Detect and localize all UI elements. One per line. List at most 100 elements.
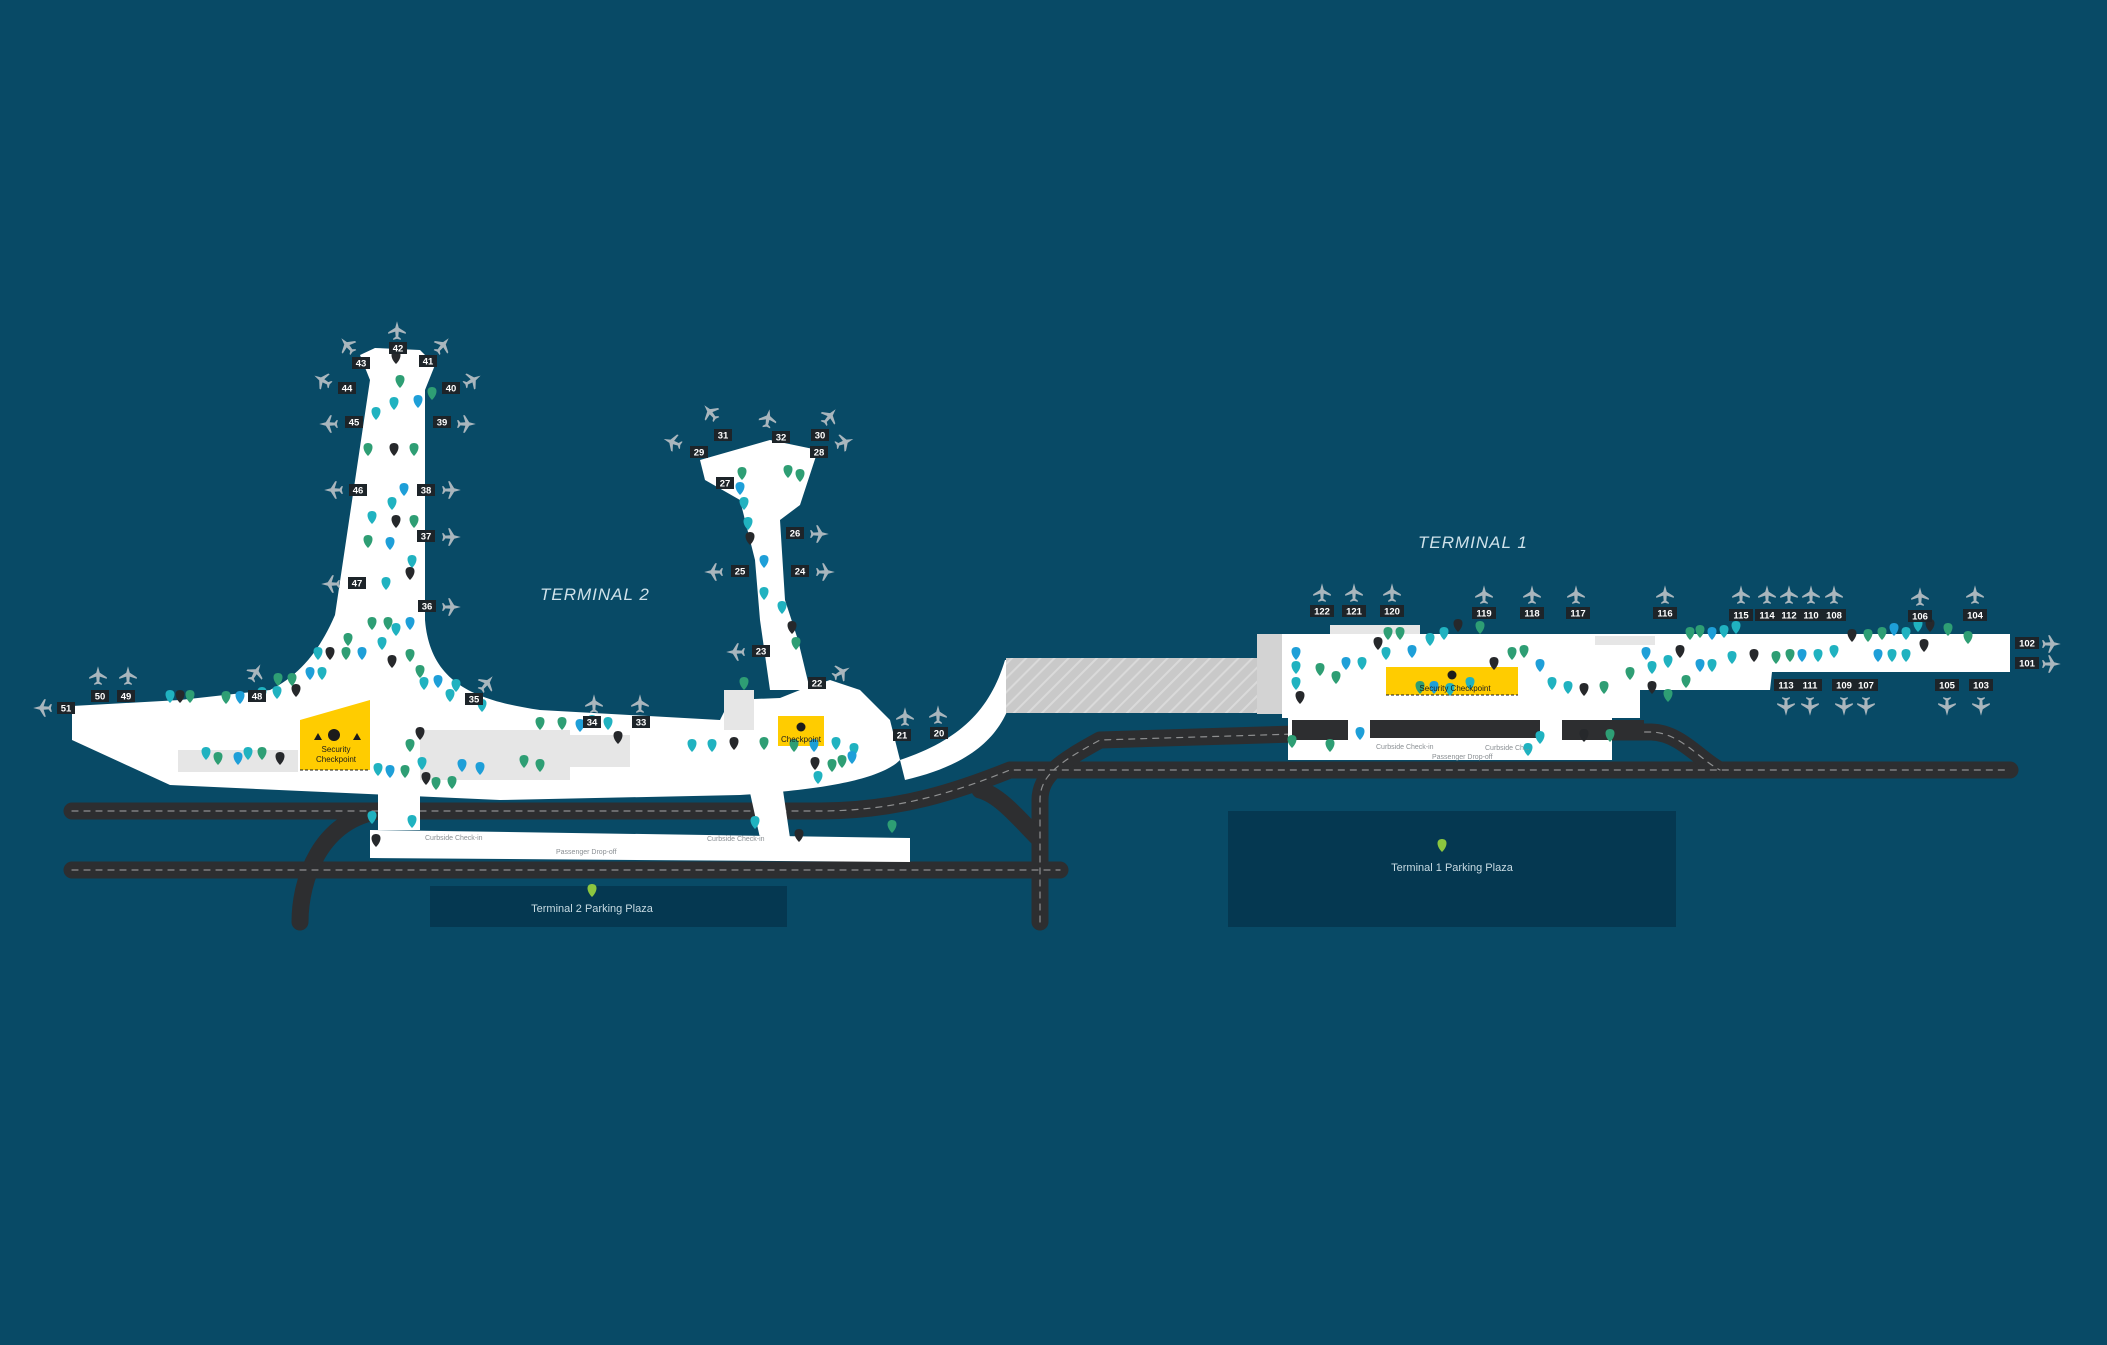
gate-120[interactable]: 120	[1380, 605, 1404, 618]
airplane-icon	[631, 694, 649, 713]
map-pin-icon[interactable]	[887, 820, 897, 833]
gate-36[interactable]: 36	[418, 600, 436, 613]
gate-27[interactable]: 27	[716, 477, 734, 490]
airplane-icon	[1911, 587, 1929, 606]
gate-49[interactable]: 49	[117, 690, 135, 703]
gate-number: 24	[795, 567, 806, 578]
gate-24[interactable]: 24	[791, 565, 809, 578]
security-checkpoints	[300, 667, 1518, 771]
gate-number: 47	[352, 579, 363, 590]
gate-119[interactable]: 119	[1472, 607, 1496, 620]
map-pin-icon[interactable]	[739, 677, 749, 690]
gate-29[interactable]: 29	[690, 446, 708, 459]
airplane-icon	[1523, 585, 1541, 604]
gate-26[interactable]: 26	[786, 527, 804, 540]
gate-38[interactable]: 38	[417, 484, 435, 497]
gate-number: 51	[61, 704, 72, 715]
gate-35[interactable]: 35	[465, 693, 483, 706]
airplane-icon	[1857, 697, 1875, 716]
airplane-icon	[585, 694, 603, 713]
map-pin-icon[interactable]	[427, 387, 437, 400]
airplane-icon	[1656, 585, 1674, 604]
airplane-icon	[726, 643, 745, 661]
map-pin-icon[interactable]	[1647, 681, 1657, 694]
gate-33[interactable]: 33	[632, 716, 650, 729]
map-pin-icon[interactable]	[1475, 621, 1485, 634]
gate-28[interactable]: 28	[810, 446, 828, 459]
gate-106[interactable]: 106	[1908, 610, 1932, 623]
security-checkpoint-icon	[314, 670, 1457, 741]
gate-101[interactable]: 101	[2015, 657, 2039, 670]
airplane-icon	[1345, 583, 1363, 602]
gate-number: 49	[121, 692, 132, 703]
airplane-icon	[309, 367, 335, 393]
gate-110[interactable]: 110	[1799, 609, 1823, 622]
gate-117[interactable]: 117	[1566, 607, 1590, 620]
gate-114[interactable]: 114	[1755, 609, 1779, 622]
airplane-icon	[321, 575, 340, 593]
gate-45[interactable]: 45	[345, 416, 363, 429]
gate-118[interactable]: 118	[1520, 607, 1544, 620]
gate-number: 114	[1759, 611, 1775, 622]
gate-44[interactable]: 44	[338, 382, 356, 395]
gate-108[interactable]: 108	[1822, 609, 1846, 622]
gate-number: 34	[587, 718, 598, 729]
gate-102[interactable]: 102	[2015, 637, 2039, 650]
airplane-icon	[1825, 585, 1843, 604]
terminal-1-curb-structures	[1292, 720, 1644, 740]
gate-32[interactable]: 32	[772, 431, 790, 444]
gate-23[interactable]: 23	[752, 645, 770, 658]
airplane-icon	[442, 481, 461, 499]
gate-47[interactable]: 47	[348, 577, 366, 590]
gate-number: 30	[815, 431, 826, 442]
gate-number: 35	[469, 695, 480, 706]
gate-46[interactable]: 46	[349, 484, 367, 497]
gate-105[interactable]: 105	[1935, 679, 1959, 692]
gate-34[interactable]: 34	[583, 716, 601, 729]
terminal-1-parking-plaza[interactable]	[1228, 811, 1676, 927]
gate-107[interactable]: 107	[1854, 679, 1878, 692]
gate-25[interactable]: 25	[731, 565, 749, 578]
gate-50[interactable]: 50	[91, 690, 109, 703]
gate-111[interactable]: 111	[1798, 679, 1822, 692]
gate-43[interactable]: 43	[352, 357, 370, 370]
terminal-2-east-ramp	[900, 660, 1018, 780]
airplane-icon	[1758, 585, 1776, 604]
gate-121[interactable]: 121	[1342, 605, 1366, 618]
gate-51[interactable]: 51	[57, 702, 75, 715]
gate-number: 32	[776, 433, 787, 444]
terminal-2-parking-plaza[interactable]	[430, 886, 787, 927]
gate-21[interactable]: 21	[893, 729, 911, 742]
gate-115[interactable]: 115	[1729, 609, 1753, 622]
gate-30[interactable]: 30	[811, 429, 829, 442]
gate-39[interactable]: 39	[433, 416, 451, 429]
airplane-icon	[1835, 697, 1853, 716]
gate-48[interactable]: 48	[248, 690, 266, 703]
map-pin-icon[interactable]	[1663, 689, 1673, 702]
map-pin-icon[interactable]	[1731, 621, 1741, 634]
gate-113[interactable]: 113	[1774, 679, 1798, 692]
map-pin-icon[interactable]	[1453, 619, 1463, 632]
airplane-icon	[460, 367, 486, 393]
airplane-icon	[929, 705, 947, 724]
terminal-2-label: TERMINAL 2	[540, 585, 650, 604]
gate-37[interactable]: 37	[417, 530, 435, 543]
gate-122[interactable]: 122	[1310, 605, 1334, 618]
gate-number: 45	[349, 418, 360, 429]
gate-number: 115	[1733, 611, 1749, 622]
gate-41[interactable]: 41	[419, 355, 437, 368]
gate-22[interactable]: 22	[808, 677, 826, 690]
gate-20[interactable]: 20	[930, 727, 948, 740]
airplane-icon	[442, 528, 461, 546]
gate-116[interactable]: 116	[1653, 607, 1677, 620]
gate-31[interactable]: 31	[714, 429, 732, 442]
airplane-icon	[324, 481, 343, 499]
gate-number: 122	[1314, 607, 1330, 618]
gate-number: 107	[1858, 681, 1874, 692]
gate-103[interactable]: 103	[1969, 679, 1993, 692]
gate-40[interactable]: 40	[442, 382, 460, 395]
gate-104[interactable]: 104	[1963, 609, 1987, 622]
gate-109[interactable]: 109	[1832, 679, 1856, 692]
gate-42[interactable]: 42	[389, 342, 407, 355]
gate-112[interactable]: 112	[1777, 609, 1801, 622]
